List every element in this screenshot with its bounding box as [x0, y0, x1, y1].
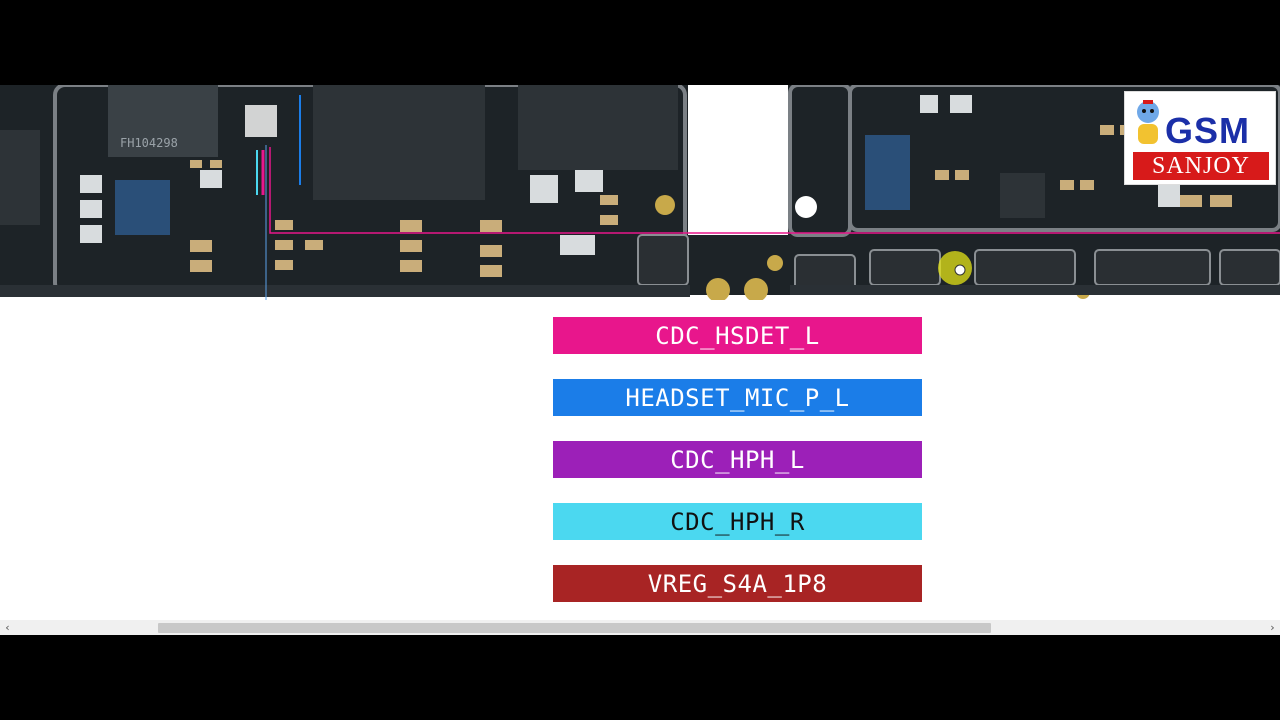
legend-item: CDC_HPH_L — [553, 441, 922, 478]
legend-item: VREG_S4A_1P8 — [553, 565, 922, 602]
logo-gsm-text: GSM — [1165, 110, 1251, 151]
horizontal-scrollbar[interactable]: ‹ › — [0, 620, 1280, 635]
image-viewport: FH104298 — [0, 85, 1280, 635]
scrollbar-thumb[interactable] — [158, 623, 991, 633]
legend-item: HEADSET_MIC_P_L — [553, 379, 922, 416]
gsm-sanjoy-logo: GSM SANJOY — [1124, 91, 1276, 185]
pcb-board-image: FH104298 — [0, 85, 1280, 300]
chevron-left-icon[interactable]: ‹ — [5, 621, 10, 634]
chevron-right-icon[interactable]: › — [1270, 621, 1275, 634]
logo-sanjoy-text: SANJOY — [1133, 152, 1269, 180]
chip-label: FH104298 — [120, 136, 178, 150]
legend-item: CDC_HPH_R — [553, 503, 922, 540]
mascot-icon — [1137, 100, 1159, 144]
legend-item: CDC_HSDET_L — [553, 317, 922, 354]
